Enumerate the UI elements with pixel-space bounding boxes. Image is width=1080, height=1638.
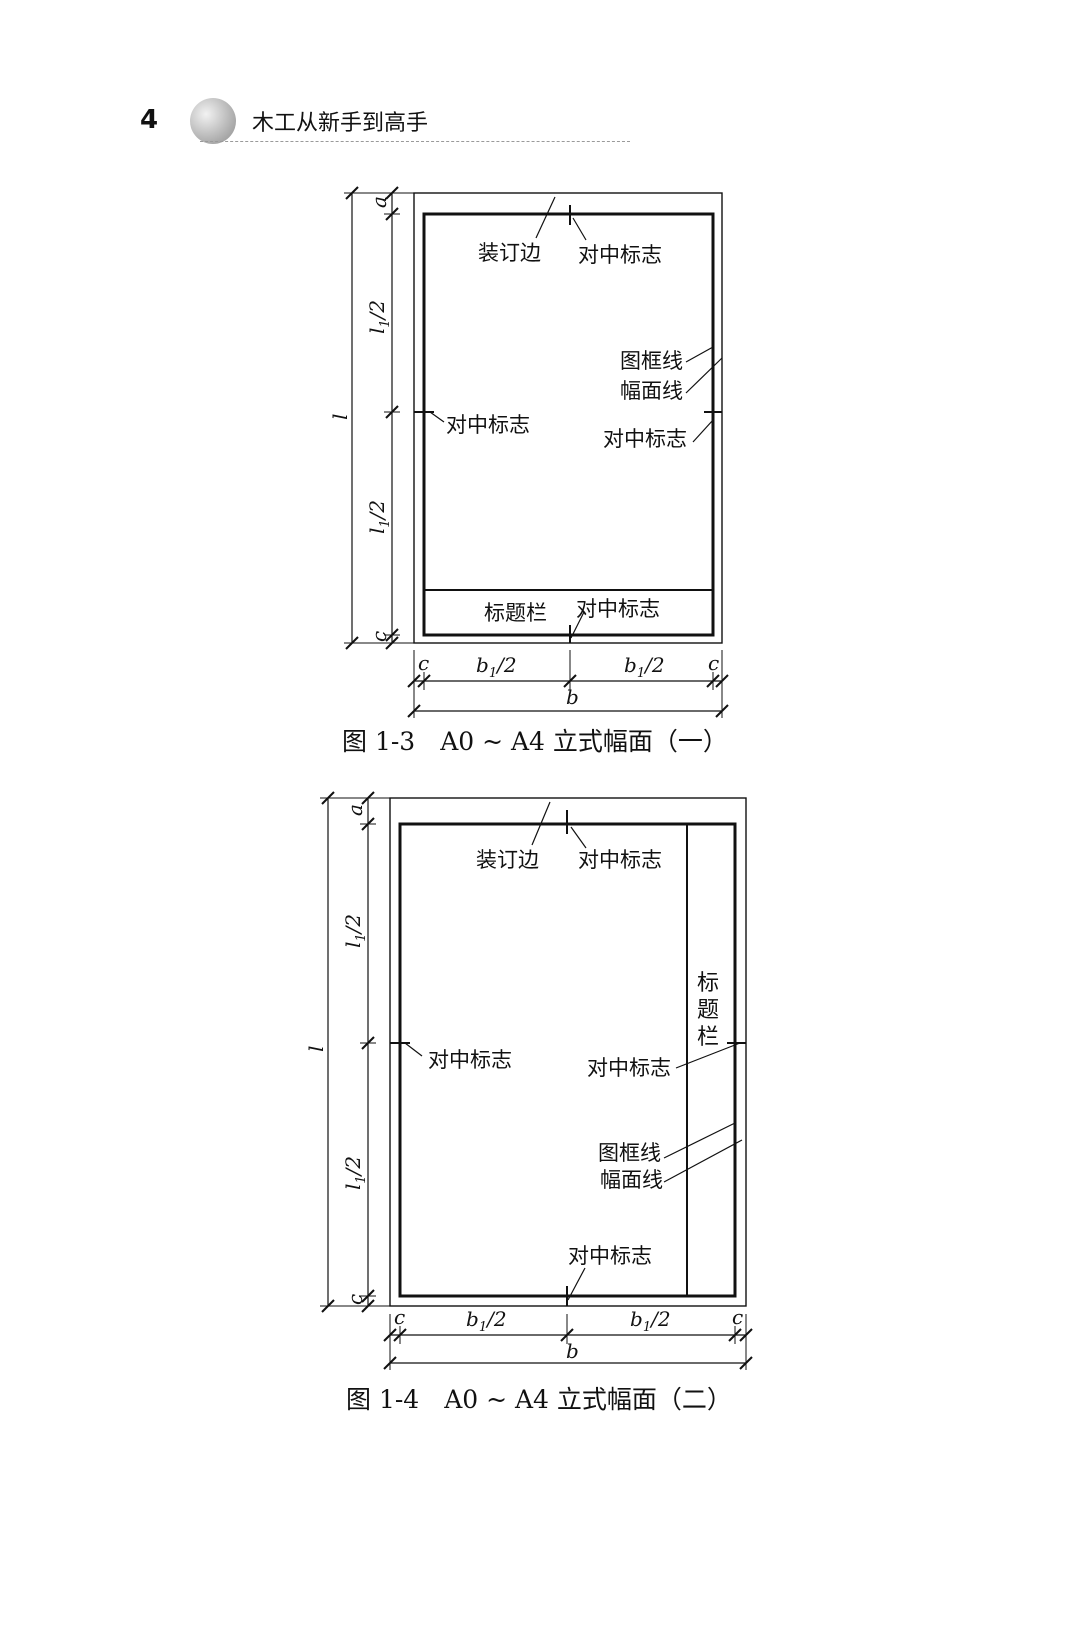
dim-b: b: [566, 685, 579, 709]
dim-b1-half-right: b1/2: [624, 653, 665, 681]
binding-edge-label: 装订边: [478, 241, 541, 265]
title-block-char-3: 栏: [697, 1025, 719, 1050]
centering-mark-bottom-label: 对中标志: [576, 597, 660, 621]
dim-c-right: c: [708, 651, 719, 675]
dim-b1-half-left: b1/2: [476, 653, 517, 681]
figure-1-3: 装订边 对中标志 图框线 幅面线 对中标志 对中标志 标题栏 对中标志 a l …: [328, 186, 729, 756]
title-block-label: 标题栏: [484, 601, 547, 625]
sheet-line-label: 幅面线: [620, 379, 683, 403]
dim-c-left: c: [418, 651, 429, 675]
dim-b: b: [566, 1339, 579, 1363]
title-block-char-2: 题: [697, 998, 719, 1023]
header-rule: [200, 141, 630, 142]
page-header: 4 木工从新手到高手: [0, 0, 1080, 160]
centering-mark-top-label: 对中标志: [578, 848, 662, 872]
book-title: 木工从新手到高手: [252, 111, 429, 136]
centering-mark-top-label: 对中标志: [578, 243, 662, 267]
dim-a: a: [367, 196, 391, 208]
sheet-border: [413, 192, 723, 644]
centering-mark-right-label: 对中标志: [603, 427, 687, 451]
sheet-line-label: 幅面线: [600, 1168, 663, 1192]
figure-1-3-caption: 图 1-3 A0 ~ A4 立式幅面（一）: [342, 727, 728, 756]
sphere-icon: [190, 98, 236, 144]
dim-l1-half-upper: l1/2: [341, 914, 369, 948]
dim-l1-half-lower: l1/2: [365, 500, 393, 534]
dim-l1-half-upper: l1/2: [365, 300, 393, 334]
dim-l: l: [328, 414, 352, 420]
page-number: 4: [140, 105, 159, 135]
centering-mark-left-label: 对中标志: [446, 413, 530, 437]
dim-c-right: c: [732, 1305, 743, 1329]
dim-c-vertical: c: [367, 631, 391, 642]
dim-l: l: [304, 1046, 328, 1052]
frame-line-label: 图框线: [598, 1141, 661, 1165]
drawing-frame: [422, 212, 715, 637]
frame-line-label: 图框线: [620, 349, 683, 373]
centering-mark-left-label: 对中标志: [428, 1048, 512, 1072]
dim-l1-half-lower: l1/2: [341, 1156, 369, 1190]
binding-edge-label: 装订边: [476, 848, 539, 872]
dim-c-vertical: c: [343, 1294, 367, 1305]
figure-1-4-caption: 图 1-4 A0 ~ A4 立式幅面（二）: [346, 1385, 732, 1414]
centering-mark-right-label: 对中标志: [587, 1056, 671, 1080]
title-block-char-1: 标: [697, 971, 719, 996]
dim-a: a: [343, 804, 367, 816]
dim-b1-half-left: b1/2: [466, 1307, 507, 1335]
dim-c-left: c: [394, 1305, 405, 1329]
dim-b1-half-right: b1/2: [630, 1307, 671, 1335]
centering-mark-bottom-label: 对中标志: [568, 1244, 652, 1268]
figure-1-4: 装订边 对中标志 标 题 栏 对中标志 对中标志 图框线 幅面线 对中标志 a …: [304, 791, 753, 1414]
